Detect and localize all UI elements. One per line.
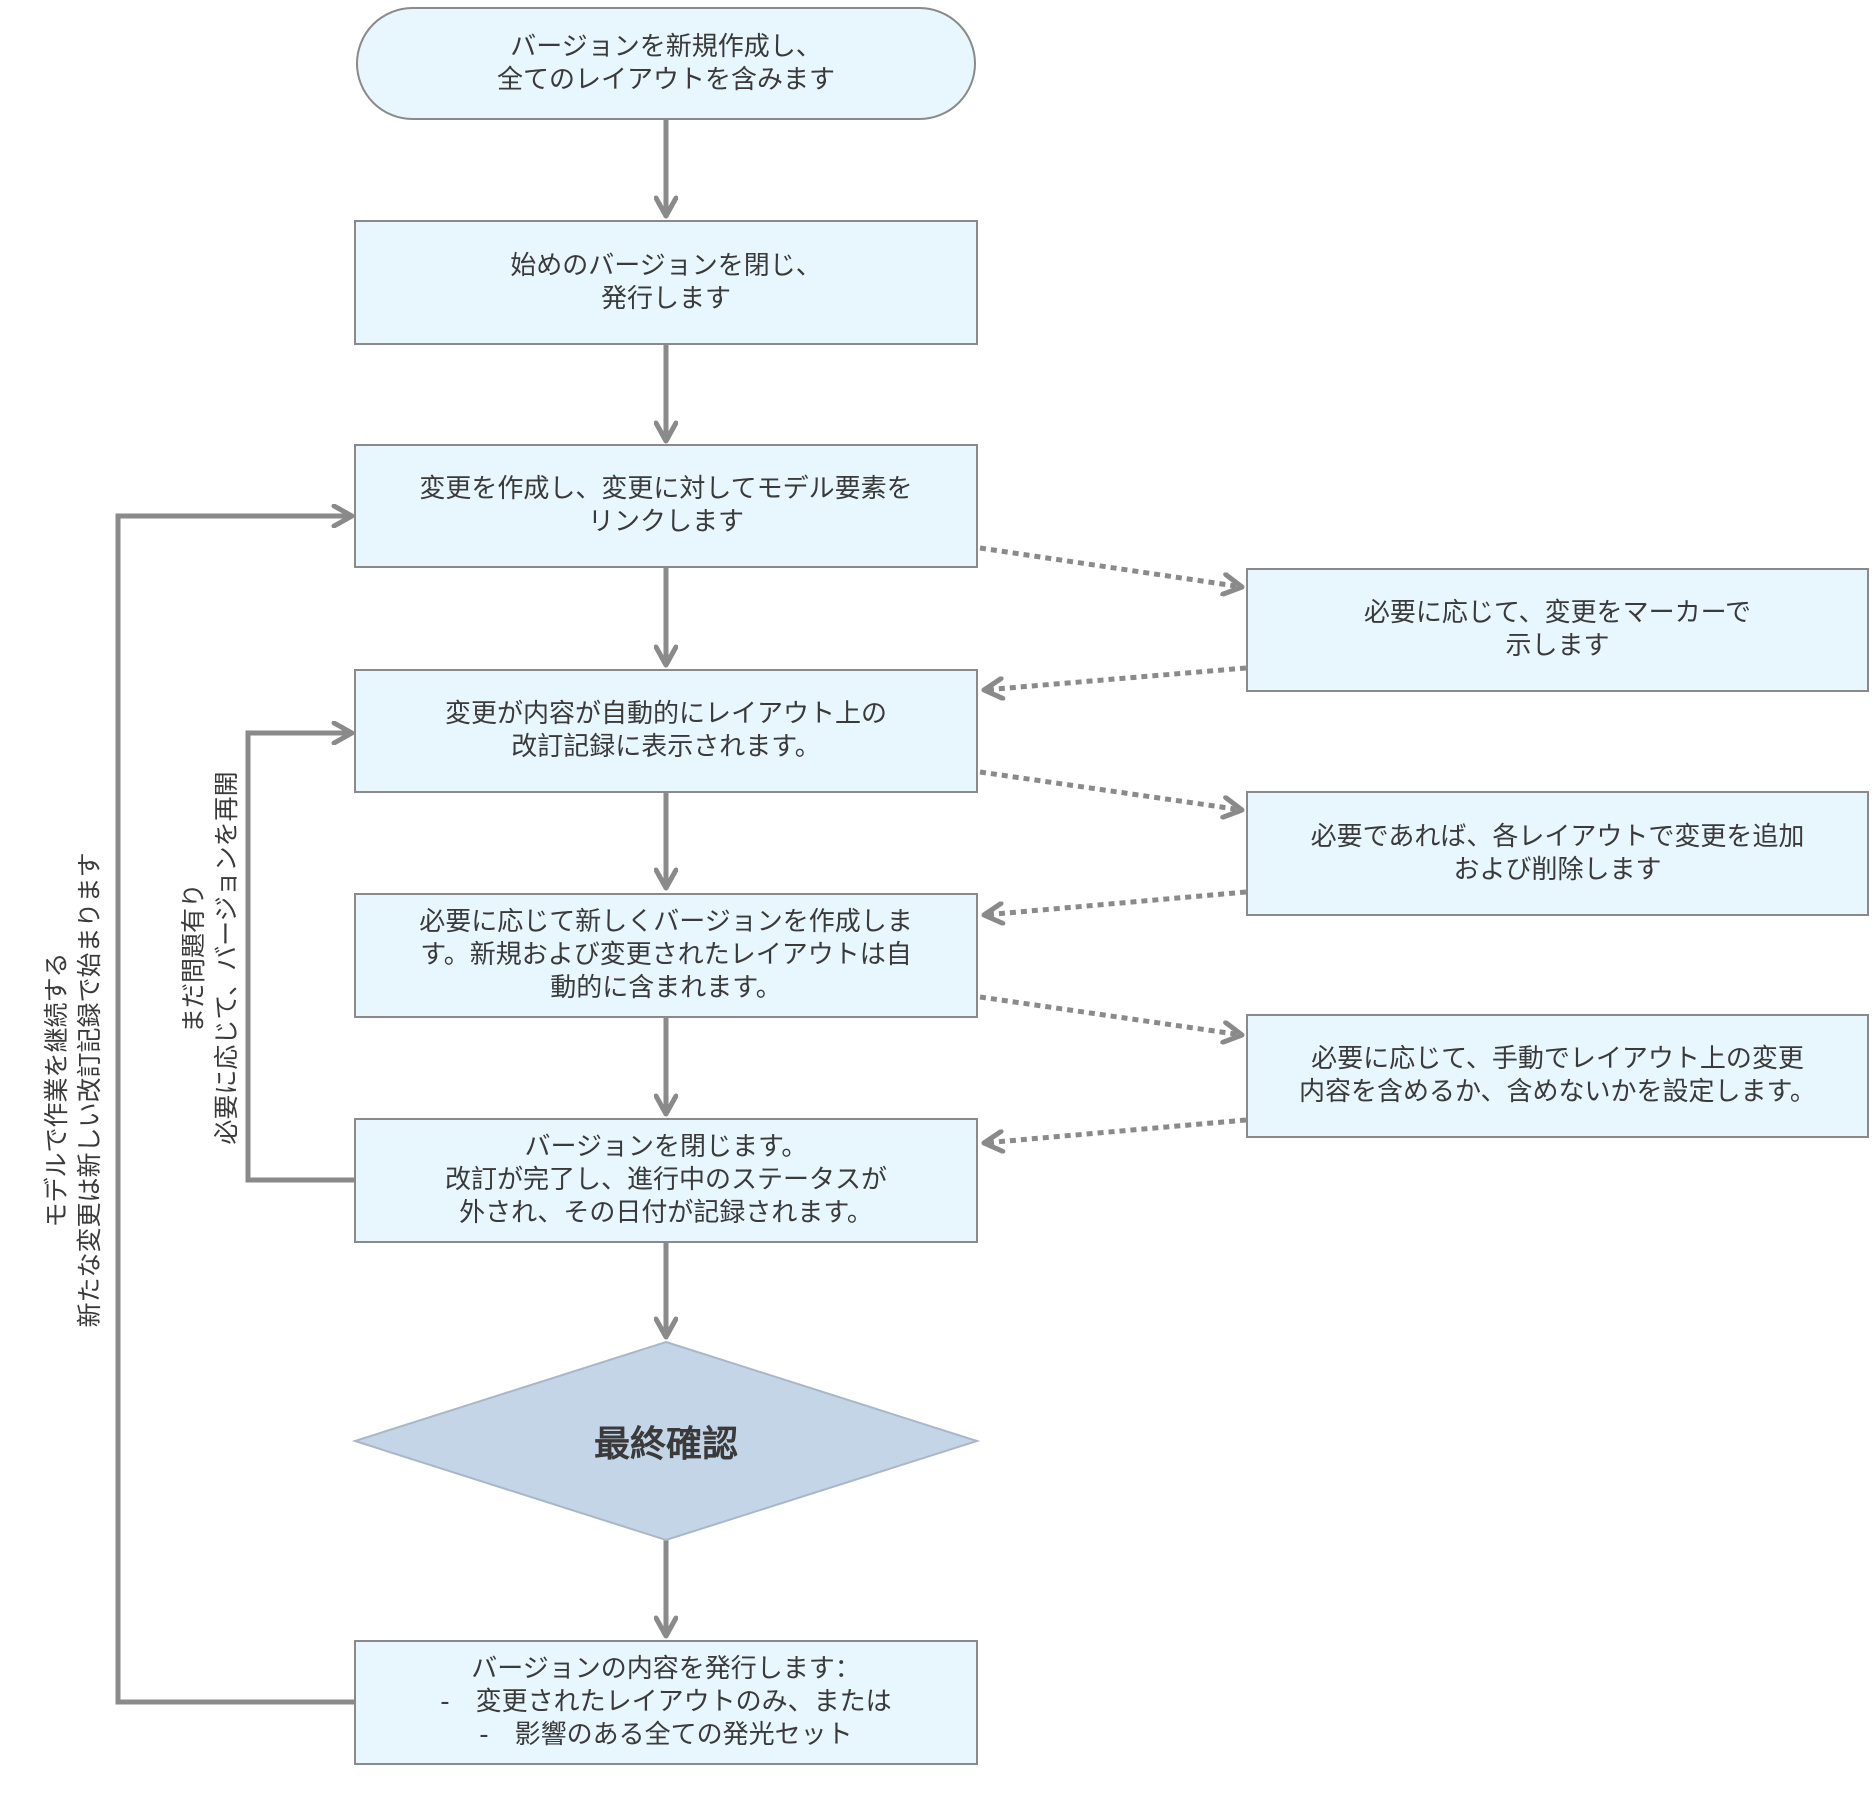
close-first-line-1: 始めのバージョンを閉じ、 (510, 250, 822, 281)
auto-display-line-1: 変更が内容が自動的にレイアウト上の (444, 699, 887, 729)
new-version-line-3: 動的に含まれます。 (550, 973, 782, 1003)
dotted-arrow-to-side-add-remove (979, 769, 1242, 810)
auto-display-box: 変更が内容が自動的にレイアウト上の 改訂記録に表示されます。 (354, 669, 978, 793)
side-marker-line-1: 必要に応じて、変更をマーカーで (1363, 598, 1752, 628)
dotted-arrow-from-side-add-remove (984, 889, 1247, 915)
side-add-remove-line-2: および削除します (1453, 854, 1662, 885)
inner-loop-label: まだ問題有り 必要に応じて、バージョンを再開 (177, 771, 243, 1144)
auto-display-line-2: 改訂記録に表示されます。 (511, 732, 821, 762)
publish-line-1: バージョンの内容を発行します： (471, 1654, 861, 1684)
close-first-line-2: 発行します (600, 283, 731, 314)
final-check-label: 最終確認 (593, 1424, 738, 1465)
side-manual-box: 必要に応じて、手動でレイアウト上の変更 内容を含めるか、含めないかを設定します。 (1246, 1014, 1869, 1138)
inner-loop-label-line-1: まだ問題有り (179, 882, 208, 1034)
create-change-line-2: リンクします (587, 507, 744, 537)
dotted-arrow-to-side-marker (979, 545, 1242, 587)
dotted-arrow-from-side-manual (984, 1117, 1247, 1143)
side-marker-box: 必要に応じて、変更をマーカーで 示します (1246, 568, 1869, 692)
side-add-remove-box: 必要であれば、各レイアウトで変更を追加 および削除します (1246, 791, 1869, 916)
new-version-line-1: 必要に応じて新しくバージョンを作成しま (419, 907, 913, 937)
start-node: バージョンを新規作成し、 全てのレイアウトを含みます (356, 7, 976, 120)
close-version-line-3: 外され、その日付が記録されます。 (459, 1198, 873, 1228)
create-change-box: 変更を作成し、変更に対してモデル要素を リンクします (354, 444, 978, 568)
new-version-line-2: す。新規および変更されたレイアウトは自 (420, 940, 912, 970)
side-marker-line-2: 示します (1505, 631, 1610, 661)
outer-loop-connector (115, 516, 356, 1705)
final-check-diamond (351, 1340, 981, 1542)
outer-loop-label: モデルで作業を継続する 新たな変更は新しい改訂記録で始まります (40, 852, 106, 1327)
create-change-line-1: 変更を作成し、変更に対してモデル要素を (419, 474, 913, 504)
close-first-version-box: 始めのバージョンを閉じ、 発行します (354, 220, 978, 345)
dotted-arrow-from-side-marker (984, 665, 1247, 690)
inner-loop-label-line-2: 必要に応じて、バージョンを再開 (212, 771, 241, 1145)
publish-line-3: - 影響のある全ての発光セット (479, 1720, 853, 1750)
side-manual-line-2: 内容を含めるか、含めないかを設定します。 (1299, 1077, 1816, 1107)
start-line-2: 全てのレイアウトを含みます (496, 64, 835, 95)
side-add-remove-line-1: 必要であれば、各レイアウトで変更を追加 (1310, 821, 1805, 852)
dotted-arrow-to-side-manual (979, 994, 1242, 1035)
close-version-line-1: バージョンを閉じます。 (524, 1132, 808, 1162)
close-version-box: バージョンを閉じます。 改訂が完了し、進行中のステータスが 外され、その日付が記… (354, 1118, 978, 1243)
publish-box: バージョンの内容を発行します： - 変更されたレイアウトのみ、または - 影響の… (354, 1640, 978, 1765)
outer-loop-label-line-1: モデルで作業を継続する (42, 952, 71, 1228)
inner-loop-connector (245, 733, 356, 1183)
side-manual-line-1: 必要に応じて、手動でレイアウト上の変更 (1311, 1044, 1804, 1074)
outer-loop-label-line-2: 新たな変更は新しい改訂記録で始まります (75, 852, 104, 1328)
close-version-line-2: 改訂が完了し、進行中のステータスが (444, 1165, 887, 1195)
publish-line-2: - 変更されたレイアウトのみ、または (440, 1687, 892, 1717)
start-line-1: バージョンを新規作成し、 (510, 31, 822, 62)
new-version-box: 必要に応じて新しくバージョンを作成しま す。新規および変更されたレイアウトは自 … (354, 893, 978, 1018)
